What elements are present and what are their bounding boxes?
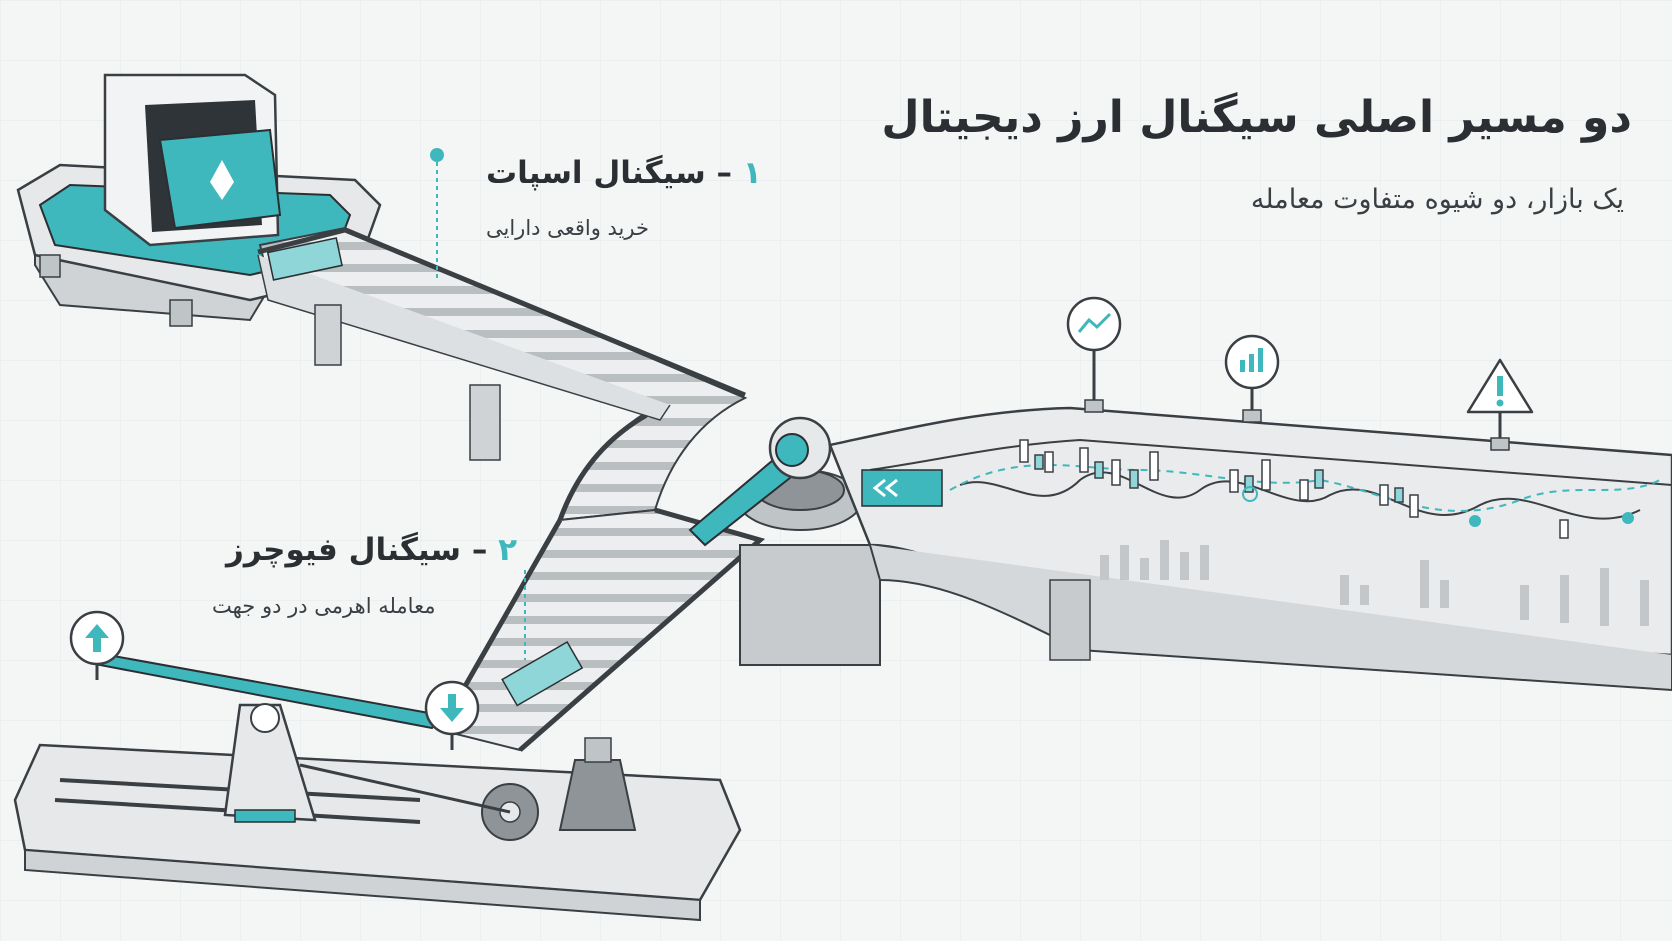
path-2-number: ۲ — [498, 532, 518, 568]
futures-seesaw-machine — [13, 610, 742, 922]
arrow-down-icon — [440, 694, 464, 722]
callout-leaders — [430, 148, 526, 660]
trend-line-icon — [1077, 312, 1112, 333]
path-1-label: سیگنال اسپات — [486, 155, 706, 191]
junction-switch — [688, 416, 881, 666]
path-2-caption: معامله اهرمی در دو جهت — [212, 594, 436, 618]
arrow-up-icon — [85, 624, 109, 652]
path-1-dash: – — [716, 155, 733, 191]
path-2-dash: – — [471, 532, 488, 568]
ethereum-diamond-icon — [210, 160, 234, 200]
path-2-label: سیگنال فیوچرز — [226, 532, 462, 568]
page-title: دو مسیر اصلی سیگنال ارز دیجیتال — [881, 92, 1632, 143]
market-signposts — [1066, 296, 1534, 451]
path-1-number: ۱ — [742, 155, 762, 191]
path-2-heading: ۲ – سیگنال فیوچرز — [226, 532, 517, 568]
path-1-heading: ۱ – سیگنال اسپات — [486, 155, 762, 191]
warning-icon — [1496, 376, 1504, 407]
double-chevron-left-icon — [872, 478, 898, 498]
bar-chart-icon — [1240, 348, 1263, 372]
market-price-chart — [949, 439, 1661, 626]
path-1-caption: خرید واقعی دارایی — [486, 216, 649, 240]
page-subtitle: یک بازار، دو شیوه متفاوت معامله — [1250, 184, 1624, 215]
